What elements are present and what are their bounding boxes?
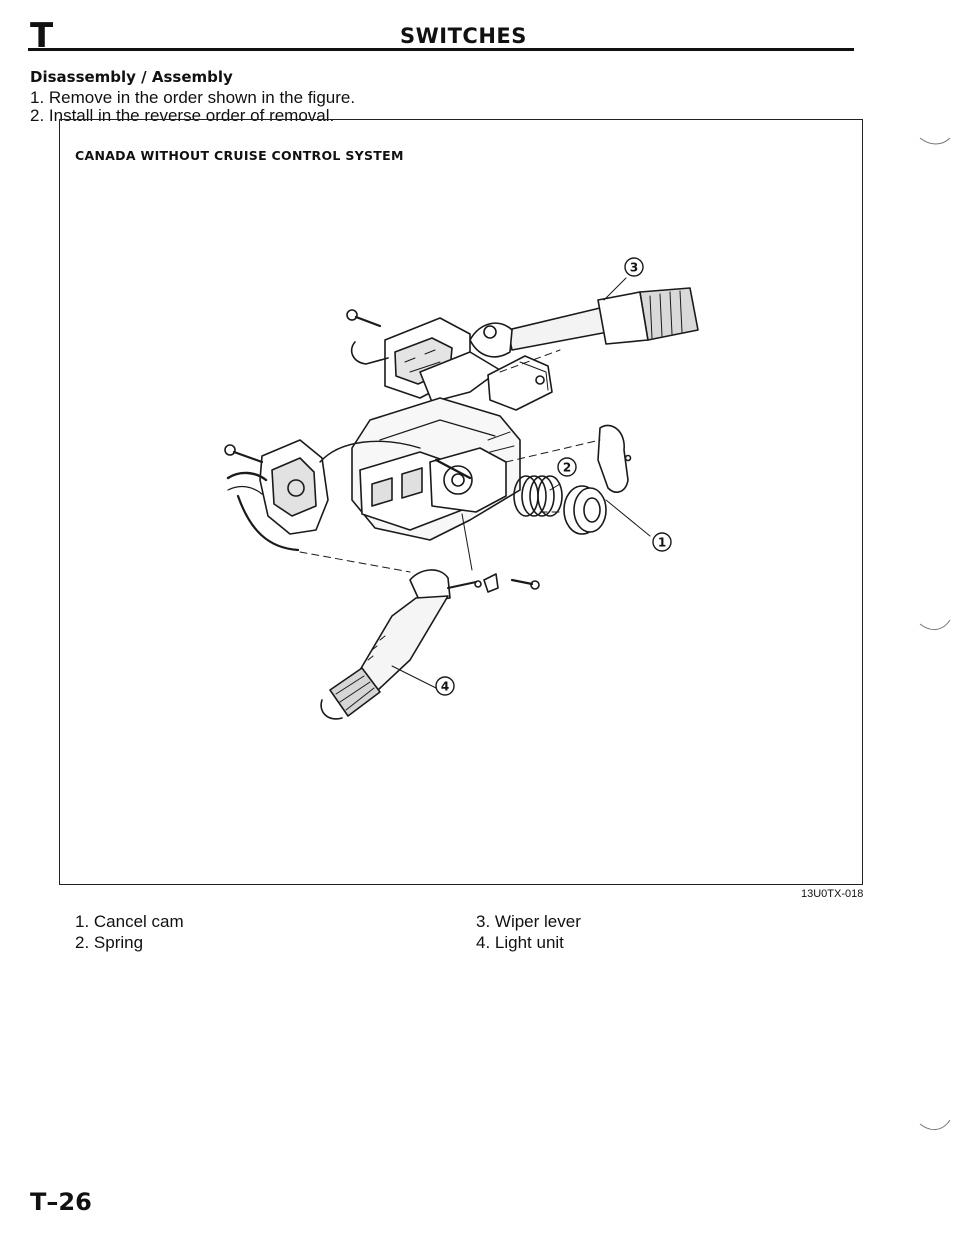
small-washer: [624, 454, 632, 462]
callout-1-number: 1: [658, 536, 666, 550]
clip-part: [483, 573, 499, 593]
callout-2: [557, 457, 577, 477]
procedure-step-2: 2. Install in the reverse order of remov…: [30, 106, 335, 125]
wire-lead: [319, 440, 421, 463]
cancel-cam-part: [563, 485, 607, 535]
screw-head: [530, 580, 540, 590]
figure-frame: [59, 119, 863, 885]
part-item: 4. Light unit: [476, 933, 564, 952]
light-unit-lever-part: [320, 569, 477, 720]
retaining-clip-part: [597, 424, 629, 493]
spring-part: [513, 475, 563, 517]
wiper-lever-part: [469, 287, 699, 358]
callout-4: [435, 676, 455, 696]
parts-list-right: 3. Wiper lever 4. Light unit: [476, 911, 581, 953]
clip-ring: [474, 580, 482, 588]
left-switch-part: [224, 439, 329, 535]
callout-4-number: 4: [441, 680, 449, 694]
screw-part: [510, 578, 534, 586]
page-title: SWITCHES: [400, 24, 527, 48]
callout-3: [624, 257, 644, 277]
connector-part: [487, 355, 553, 411]
upper-switch-housing-part: [346, 309, 501, 403]
wire-harness: [236, 494, 300, 552]
callout-3-number: 3: [630, 261, 638, 275]
figure-caption: CANADA WITHOUT CRUISE CONTROL SYSTEM: [75, 148, 404, 163]
page-number: T–26: [30, 1188, 92, 1216]
column-switch-body-part: [351, 397, 521, 541]
part-item: 3. Wiper lever: [476, 912, 581, 931]
procedure-step-1: 1. Remove in the order shown in the figu…: [30, 88, 356, 107]
header-rule: [28, 48, 854, 51]
procedure-heading: Disassembly / Assembly: [30, 68, 233, 86]
callout-leaders: [391, 277, 651, 689]
assembly-guide-lines: [299, 349, 601, 573]
section-letter: T: [30, 16, 54, 56]
figure-code: 13U0TX-018: [801, 888, 864, 900]
callout-markers: [435, 257, 672, 696]
part-item: 1. Cancel cam: [75, 912, 184, 931]
binding-marks: [919, 137, 951, 1130]
callout-2-number: 2: [563, 461, 571, 475]
part-item: 2. Spring: [75, 933, 144, 952]
callout-1: [652, 532, 672, 552]
parts-list-left: 1. Cancel cam 2. Spring: [75, 911, 184, 953]
